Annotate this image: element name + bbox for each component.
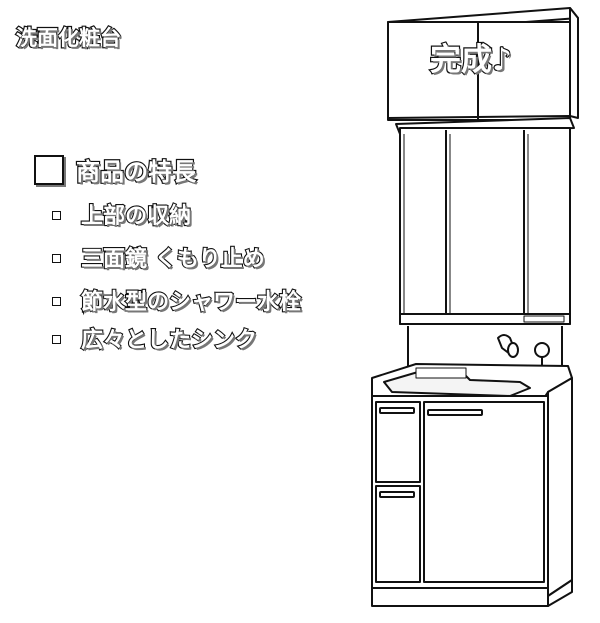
vanity-illustration (371, 7, 579, 607)
checkbox-icon (34, 154, 64, 185)
bullet-icon (52, 334, 61, 344)
feature-item-label: 上部の収納 (80, 203, 192, 230)
upper-cabinet (387, 7, 579, 121)
completion-label: 完成♪ (429, 41, 513, 79)
feature-item: 広々としたシンク (52, 322, 258, 354)
feature-item: 上部の収納 (52, 198, 192, 230)
bullet-icon (52, 253, 61, 263)
features-heading: 商品の特長 (34, 152, 197, 187)
feature-item-label: 三面鏡 くもり止め (80, 246, 266, 273)
bullet-icon (52, 296, 61, 306)
backsplash (407, 326, 563, 372)
page-title: 洗面化粧台 (15, 25, 122, 51)
feature-item-label: 節水型のシャワー水栓 (80, 289, 302, 316)
feature-item: 三面鏡 くもり止め (52, 241, 266, 273)
mirror-cabinet (395, 117, 575, 325)
shower-faucet (497, 334, 550, 380)
feature-item: 節水型のシャワー水栓 (52, 284, 302, 316)
base-cabinet (371, 377, 573, 607)
features-heading-label: 商品の特長 (75, 157, 197, 187)
bullet-icon (52, 210, 61, 220)
feature-item-label: 広々としたシンク (80, 327, 258, 354)
